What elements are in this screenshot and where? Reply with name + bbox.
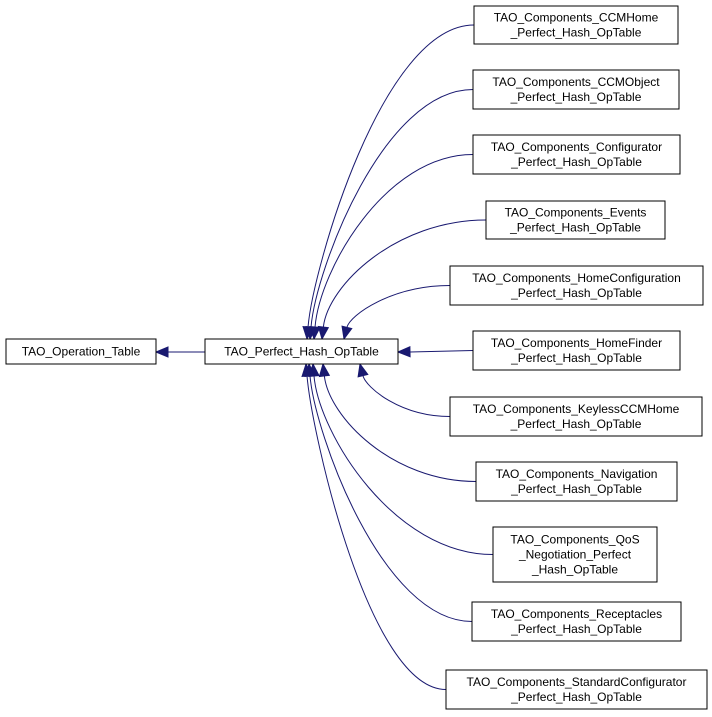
class-node-tao-components-homefinder-perfect-hash-optable[interactable]: TAO_Components_HomeFinder_Perfect_Hash_O… — [472, 330, 681, 371]
edge-line — [322, 219, 487, 328]
class-node-tao-components-qos-negotiation-perfect-hash-optable-label-line: TAO_Components_QoS — [510, 533, 639, 547]
edge-line — [307, 24, 475, 328]
class-node-tao-components-receptacles-perfect-hash-optable-label-line: _Perfect_Hash_OpTable — [510, 622, 642, 636]
class-node-tao-components-homeconfiguration-perfect-hash-optable-label-line: _Perfect_Hash_OpTable — [510, 286, 642, 300]
class-node-tao-operation-table[interactable]: TAO_Operation_Table — [5, 338, 157, 365]
class-node-tao-components-homeconfiguration-perfect-hash-optable-box — [449, 265, 704, 306]
edge-derived-to-middle — [310, 89, 474, 328]
edge-derived-to-middle — [309, 375, 473, 622]
edge-derived-to-middle — [346, 285, 451, 328]
edge-derived-to-middle — [322, 219, 487, 328]
class-node-tao-components-standardconfigurator-perfect-hash-optable-box — [445, 669, 708, 710]
class-nodes: TAO_Operation_Table TAO_Perfect_Hash_OpTa… — [5, 5, 708, 710]
edge-line — [323, 375, 477, 482]
class-node-tao-components-ccmobject-perfect-hash-optable[interactable]: TAO_Components_CCMObject_Perfect_Hash_Op… — [472, 69, 680, 110]
arrowhead — [341, 325, 353, 341]
class-node-tao-components-configurator-perfect-hash-optable-label-line: _Perfect_Hash_OpTable — [510, 155, 642, 169]
edge-line — [310, 89, 474, 328]
edge-line — [362, 375, 451, 417]
edge-line — [313, 375, 494, 555]
class-node-tao-components-homefinder-perfect-hash-optable-label-line: TAO_Components_HomeFinder — [491, 336, 662, 350]
class-node-tao-components-ccmhome-perfect-hash-optable-label-line: TAO_Components_CCMHome — [494, 11, 659, 25]
arrowhead — [154, 346, 169, 358]
class-node-tao-components-receptacles-perfect-hash-optable-label-line: TAO_Components_Receptacles — [491, 607, 662, 621]
class-node-tao-components-keylessccmhome-perfect-hash-optable-label-line: TAO_Components_KeylessCCMHome — [473, 402, 680, 416]
class-node-tao-components-homeconfiguration-perfect-hash-optable-label-line: TAO_Components_HomeConfiguration — [472, 271, 681, 285]
class-node-tao-components-ccmobject-perfect-hash-optable-label-line: TAO_Components_CCMObject — [492, 75, 660, 89]
class-node-tao-components-qos-negotiation-perfect-hash-optable-box — [492, 526, 658, 583]
class-node-tao-components-homeconfiguration-perfect-hash-optable[interactable]: TAO_Components_HomeConfiguration_Perfect… — [449, 265, 704, 306]
edge-line — [306, 375, 447, 690]
class-node-tao-components-navigation-perfect-hash-optable-label-line: TAO_Components_Navigation — [496, 467, 658, 481]
class-node-tao-components-configurator-perfect-hash-optable[interactable]: TAO_Components_Configurator_Perfect_Hash… — [472, 134, 681, 175]
class-node-tao-components-qos-negotiation-perfect-hash-optable-label-line: _Negotiation_Perfect — [518, 548, 632, 562]
class-node-tao-components-ccmobject-perfect-hash-optable-label-line: _Perfect_Hash_OpTable — [510, 90, 642, 104]
class-node-tao-components-standardconfigurator-perfect-hash-optable[interactable]: TAO_Components_StandardConfigurator_Perf… — [445, 669, 708, 710]
edge-derived-to-middle — [323, 375, 477, 482]
class-node-tao-components-qos-negotiation-perfect-hash-optable[interactable]: TAO_Components_QoS_Negotiation_Perfect_H… — [492, 526, 658, 583]
class-node-tao-components-ccmobject-perfect-hash-optable-box — [472, 69, 680, 110]
edge-derived-to-middle — [306, 375, 447, 690]
class-node-tao-operation-table-label-line: TAO_Operation_Table — [22, 345, 141, 359]
class-node-tao-components-keylessccmhome-perfect-hash-optable-label-line: _Perfect_Hash_OpTable — [510, 417, 642, 431]
edge-derived-to-middle — [362, 375, 451, 417]
class-node-tao-components-qos-negotiation-perfect-hash-optable-label-line: _Hash_OpTable — [531, 563, 618, 577]
class-node-tao-components-standardconfigurator-perfect-hash-optable-label-line: _Perfect_Hash_OpTable — [510, 690, 642, 704]
class-node-tao-components-configurator-perfect-hash-optable-box — [472, 134, 681, 175]
arrowhead — [318, 362, 331, 378]
edge-line — [309, 375, 473, 622]
edge-line — [314, 154, 474, 328]
inheritance-edges — [154, 24, 494, 690]
class-node-tao-components-events-perfect-hash-optable-box — [485, 200, 666, 240]
class-node-tao-components-standardconfigurator-perfect-hash-optable-label-line: TAO_Components_StandardConfigurator — [467, 675, 687, 689]
class-node-tao-components-homefinder-perfect-hash-optable-box — [472, 330, 681, 371]
class-node-tao-components-homefinder-perfect-hash-optable-label-line: _Perfect_Hash_OpTable — [510, 351, 642, 365]
class-node-tao-components-events-perfect-hash-optable-label-line: _Perfect_Hash_OpTable — [509, 221, 641, 235]
class-node-tao-components-ccmhome-perfect-hash-optable-label-line: _Perfect_Hash_OpTable — [510, 26, 642, 40]
arrowhead — [309, 326, 321, 341]
class-node-tao-components-receptacles-perfect-hash-optable[interactable]: TAO_Components_Receptacles_Perfect_Hash_… — [471, 601, 682, 642]
class-node-tao-components-events-perfect-hash-optable[interactable]: TAO_Components_Events_Perfect_Hash_OpTab… — [485, 200, 666, 240]
class-node-tao-components-ccmhome-perfect-hash-optable-box — [473, 5, 679, 45]
class-node-tao-components-keylessccmhome-perfect-hash-optable[interactable]: TAO_Components_KeylessCCMHome_Perfect_Ha… — [449, 396, 703, 437]
arrowhead — [396, 346, 411, 358]
class-node-tao-components-ccmhome-perfect-hash-optable[interactable]: TAO_Components_CCMHome_Perfect_Hash_OpTa… — [473, 5, 679, 45]
class-node-tao-components-navigation-perfect-hash-optable[interactable]: TAO_Components_Navigation_Perfect_Hash_O… — [475, 461, 678, 502]
edge-derived-to-middle — [313, 375, 494, 555]
class-node-tao-perfect-hash-optable-box — [204, 338, 399, 365]
class-node-tao-perfect-hash-optable-label-line: TAO_Perfect_Hash_OpTable — [224, 345, 379, 359]
class-node-tao-operation-table-box — [5, 338, 157, 365]
class-node-tao-components-receptacles-perfect-hash-optable-box — [471, 601, 682, 642]
class-node-tao-components-navigation-perfect-hash-optable-label-line: _Perfect_Hash_OpTable — [510, 482, 642, 496]
arrowhead — [301, 362, 313, 377]
edge-line — [346, 285, 451, 328]
class-node-tao-components-navigation-perfect-hash-optable-box — [475, 461, 678, 502]
class-node-tao-components-configurator-perfect-hash-optable-label-line: TAO_Components_Configurator — [491, 140, 662, 154]
edge-line — [409, 350, 474, 353]
edge-derived-to-middle — [409, 350, 474, 353]
class-node-tao-perfect-hash-optable[interactable]: TAO_Perfect_Hash_OpTable — [204, 338, 399, 365]
class-node-tao-components-keylessccmhome-perfect-hash-optable-box — [449, 396, 703, 437]
edge-derived-to-middle — [314, 154, 474, 328]
arrowhead — [357, 362, 369, 378]
edge-derived-to-middle — [307, 24, 475, 328]
class-node-tao-components-events-perfect-hash-optable-label-line: TAO_Components_Events — [505, 206, 647, 220]
arrowhead — [317, 325, 330, 341]
